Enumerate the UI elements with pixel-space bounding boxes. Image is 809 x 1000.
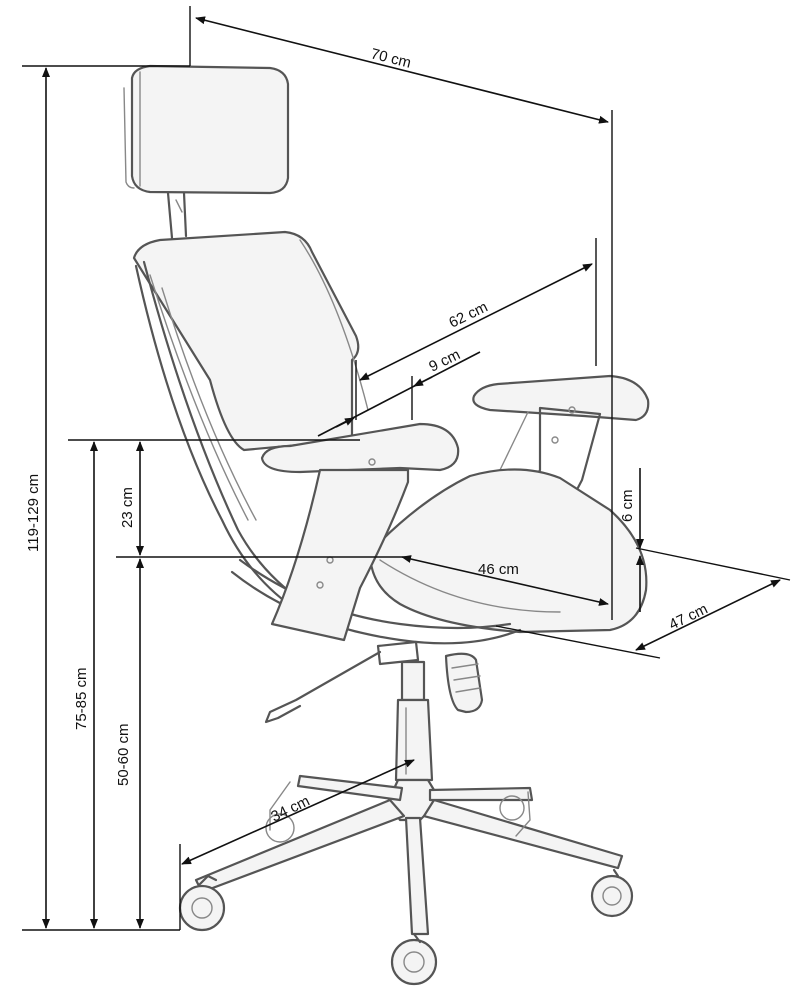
label-armrest-thickness: 6 cm <box>619 489 636 522</box>
caster-front <box>390 932 438 986</box>
armrest-far <box>472 374 650 562</box>
caster-right <box>590 868 634 918</box>
label-armrest-floor-height: 75-85 cm <box>73 667 90 730</box>
gas-lift <box>394 660 434 782</box>
armrest-near <box>260 422 460 642</box>
label-total-height: 119-129 cm <box>25 474 42 552</box>
chair-illustration <box>123 64 650 986</box>
label-armrest-height: 23 cm <box>119 487 136 528</box>
caster-back-right <box>499 795 525 821</box>
headrest <box>123 64 290 240</box>
dim-line-overall-width <box>195 16 609 124</box>
dim-line-backrest-width <box>359 263 593 381</box>
label-seat-height: 50-60 cm <box>115 723 132 786</box>
dimension-lines <box>22 6 791 931</box>
dim-line-base-radius <box>181 759 415 865</box>
label-seat-depth: 46 cm <box>478 561 519 578</box>
dim-line-seat-depth <box>401 555 609 606</box>
dim-line-seat-width <box>635 579 781 651</box>
label-base-radius: 34 cm <box>268 792 312 825</box>
tilt-mechanism <box>264 640 484 724</box>
base <box>194 774 624 936</box>
backrest <box>132 230 369 614</box>
label-seat-width: 47 cm <box>666 600 710 633</box>
